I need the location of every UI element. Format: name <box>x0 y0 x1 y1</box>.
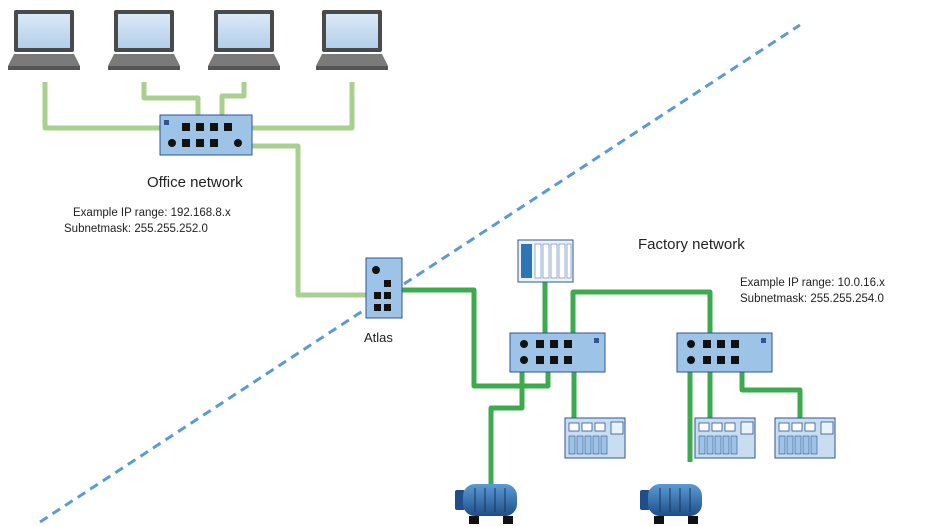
laptop-1 <box>8 10 80 70</box>
laptop-2 <box>108 10 180 70</box>
office-switch <box>159 114 253 156</box>
network-boundary-line <box>39 23 801 524</box>
office-ip-range: Example IP range: 192.168.8.x <box>73 207 231 219</box>
motor-1 <box>455 484 517 524</box>
factory-switch-2 <box>676 332 773 373</box>
office-links <box>42 82 367 298</box>
factory-links <box>402 282 803 492</box>
laptop-3 <box>208 10 280 70</box>
laptop-4 <box>316 10 388 70</box>
plc-rack <box>517 239 574 283</box>
io-module-3 <box>774 417 836 459</box>
io-module-1 <box>564 417 626 459</box>
factory-switch-1 <box>509 332 606 373</box>
atlas-label: Atlas <box>364 330 393 345</box>
factory-subnet-mask: Subnetmask: 255.255.254.0 <box>740 293 884 305</box>
io-module-2 <box>694 417 756 459</box>
factory-ip-range: Example IP range: 10.0.16.x <box>740 277 885 289</box>
office-subnet-mask: Subnetmask: 255.255.252.0 <box>64 223 208 235</box>
motor-2 <box>640 484 702 524</box>
office-network-title: Office network <box>147 174 243 191</box>
atlas-gateway <box>365 257 403 319</box>
factory-network-title: Factory network <box>638 236 745 253</box>
